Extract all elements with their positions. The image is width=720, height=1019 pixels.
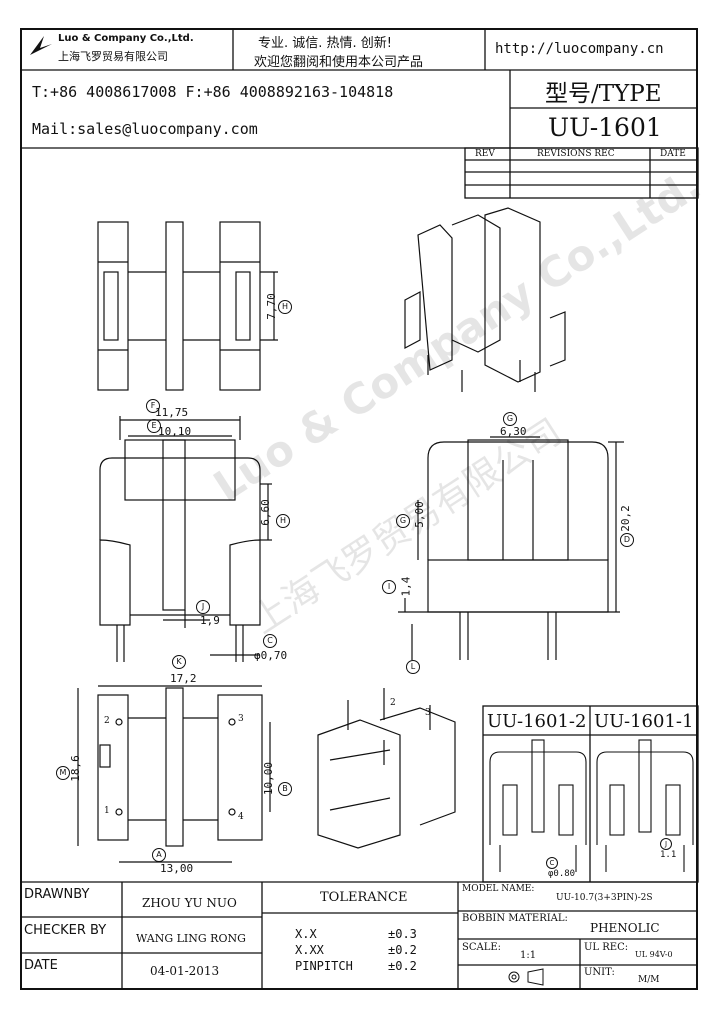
pin-3-3d: 3: [425, 708, 431, 718]
rev-header: REV: [475, 149, 495, 159]
model-name-label: MODEL NAME:: [462, 884, 535, 894]
tol-pinpitch-label: PINPITCH: [295, 959, 353, 973]
label-l: L: [406, 660, 420, 674]
label-a: A: [152, 848, 166, 862]
label-k: K: [172, 655, 186, 669]
bobbin-value: PHENOLIC: [590, 921, 660, 935]
unit-label: UNIT:: [584, 967, 615, 978]
welcome-text: 欢迎您翻阅和使用本公司产品: [254, 55, 424, 70]
pin-2-label: 2: [104, 716, 110, 726]
pin-1-label: 1: [104, 806, 110, 816]
label-f: F: [146, 399, 160, 413]
label-c-variant: C: [546, 857, 558, 869]
revisions-rec-header: REVISIONS REC: [537, 149, 615, 159]
model-name-value: UU-10.7(3+3PIN)-2S: [556, 893, 653, 903]
pin-3-label: 3: [238, 714, 244, 724]
type-label: 型号/TYPE: [545, 81, 662, 107]
tolerance-label: TOLERANCE: [320, 890, 408, 905]
variant-1-title: UU-1601-1: [594, 711, 694, 732]
scale-label: SCALE:: [462, 942, 502, 953]
website-link[interactable]: http://luocompany.cn: [495, 41, 664, 57]
dim-f-value: 11,75: [155, 406, 189, 419]
unit-value: M/M: [638, 975, 660, 985]
label-g2: G: [396, 514, 410, 528]
checker-label: CHECKER BY: [24, 923, 107, 938]
date-value: 04-01-2013: [150, 964, 220, 978]
tol-xx-value: ±0.3: [388, 927, 417, 941]
drawnby-label: DRAWNBY: [24, 887, 90, 902]
slogan: 专业. 诚信. 热情. 创新!: [258, 36, 393, 51]
company-name-cn: 上海飞罗贸易有限公司: [58, 50, 168, 63]
tol-xx-label: X.X: [295, 927, 317, 941]
label-d: D: [620, 533, 634, 547]
drawnby-value: ZHOU YU NUO: [142, 896, 237, 910]
label-m: M: [56, 766, 70, 780]
label-j-variant: J: [660, 838, 672, 850]
ul-value: UL 94V-0: [635, 950, 673, 959]
model-number: UU-1601: [548, 113, 662, 142]
checker-value: WANG LING RONG: [136, 932, 246, 945]
dim-j2-value: 1.1: [660, 850, 677, 860]
tol-pinpitch-value: ±0.2: [388, 959, 417, 973]
dim-c2-value: φ0.80: [548, 869, 576, 879]
tol-xxx-label: X.XX: [295, 943, 324, 957]
label-h-top: H: [278, 300, 292, 314]
mail-address[interactable]: Mail:sales@luocompany.com: [32, 120, 258, 138]
dim-k-value: 17,2: [170, 672, 197, 685]
variant-2-title: UU-1601-2: [487, 711, 587, 732]
drawing-sheet: [20, 28, 698, 990]
date-header: DATE: [660, 149, 686, 159]
pin-4-label: 4: [238, 812, 244, 822]
label-i: I: [382, 580, 396, 594]
dim-g-value: 6,30: [500, 425, 527, 438]
phone-fax: T:+86 4008617008 F:+86 4008892163-104818: [32, 83, 394, 101]
pin-2-3d: 2: [390, 698, 396, 708]
dim-c-value: φ0,70: [254, 649, 288, 662]
bobbin-label: BOBBIN MATERIAL:: [462, 913, 568, 924]
label-e: E: [147, 419, 161, 433]
label-c: C: [263, 634, 277, 648]
company-name-en: Luo & Company Co.,Ltd.: [58, 33, 194, 44]
tol-xxx-value: ±0.2: [388, 943, 417, 957]
label-h-front: H: [276, 514, 290, 528]
label-j: J: [196, 600, 210, 614]
label-g: G: [503, 412, 517, 426]
label-b: B: [278, 782, 292, 796]
dim-e-value: 10,10: [158, 425, 192, 438]
dim-j-value: 1,9: [200, 614, 220, 627]
scale-value: 1:1: [520, 950, 537, 961]
ul-label: UL REC:: [584, 942, 629, 953]
dim-a-value: 13,00: [160, 862, 194, 875]
date-label: DATE: [24, 958, 58, 973]
